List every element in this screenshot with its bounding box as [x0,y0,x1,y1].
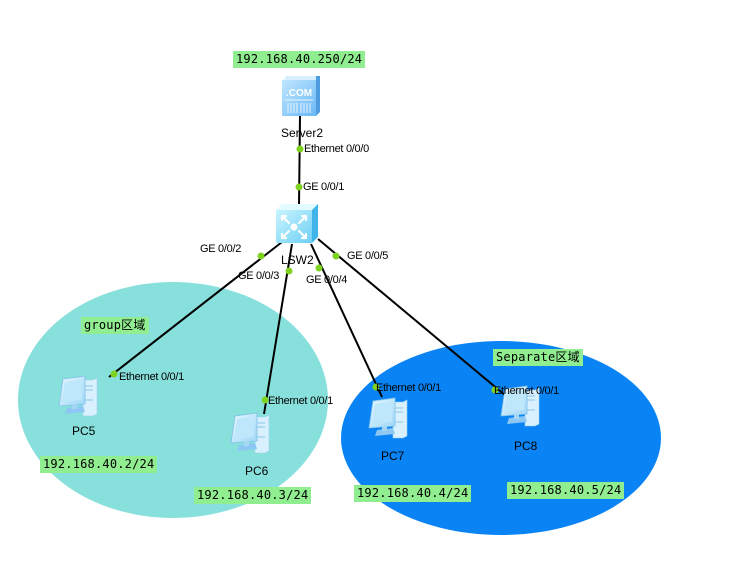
port-dot-switch-ge003 [285,267,293,275]
link-switch-pc7[interactable] [310,243,383,398]
pc7-name[interactable]: PC7 [381,449,405,463]
pc6-ip-tag: 192.168.40.3/24 [194,487,312,504]
port-dot-switch-ge001 [295,183,303,191]
pc8-ip-tag: 192.168.40.5/24 [507,482,625,499]
switch-port-ge001: GE 0/0/1 [303,181,345,193]
switch-port-ge003: GE 0/0/3 [238,270,280,282]
link-switch-pc5[interactable] [108,241,283,378]
server-badge: .COM [286,88,312,99]
pc6-pc-icon[interactable] [230,412,270,454]
port-dot-pc8 [491,386,499,394]
pc7-pc-icon[interactable] [368,397,408,439]
port-dot-server-eth000 [296,145,304,153]
separate-zone [341,341,661,535]
port-dot-switch-ge002 [257,252,265,260]
link-server-switch[interactable] [298,115,301,207]
pc5-name[interactable]: PC5 [72,424,96,438]
port-dot-switch-ge005 [332,252,340,260]
pc7-port-label: Ethernet 0/0/1 [376,382,441,394]
port-dot-pc7 [372,383,380,391]
server-port-label: Ethernet 0/0/0 [304,143,369,155]
separate-zone-label: Separate区域 [493,349,583,366]
pc8-pc-icon[interactable] [500,385,540,427]
switch-port-ge004: GE 0/0/4 [306,274,348,286]
pc8-name[interactable]: PC8 [514,439,538,453]
server-ip-tag: 192.168.40.250/24 [233,51,366,68]
pc6-name[interactable]: PC6 [245,464,269,478]
switch-port-ge002: GE 0/0/2 [200,243,242,255]
pc5-pc-icon[interactable] [58,375,98,417]
pc5-ip-tag: 192.168.40.2/24 [40,456,158,473]
group-zone-label: group区域 [81,317,149,334]
port-dot-switch-ge004 [315,264,323,272]
pc5-port-label: Ethernet 0/0/1 [119,371,184,383]
switch-name[interactable]: LSW2 [281,253,314,267]
pc8-port-label: Ethernet 0/0/1 [494,385,559,397]
pc7-ip-tag: 192.168.40.4/24 [354,485,472,502]
port-dot-pc6 [261,396,269,404]
switch-icon[interactable] [276,204,318,243]
server-icon[interactable]: .COM [282,76,320,116]
server-name[interactable]: Server2 [281,126,324,140]
pc6-port-label: Ethernet 0/0/1 [268,395,333,407]
switch-port-ge005: GE 0/0/5 [347,250,389,262]
port-dot-pc5 [110,370,118,378]
link-switch-pc8[interactable] [317,238,507,397]
